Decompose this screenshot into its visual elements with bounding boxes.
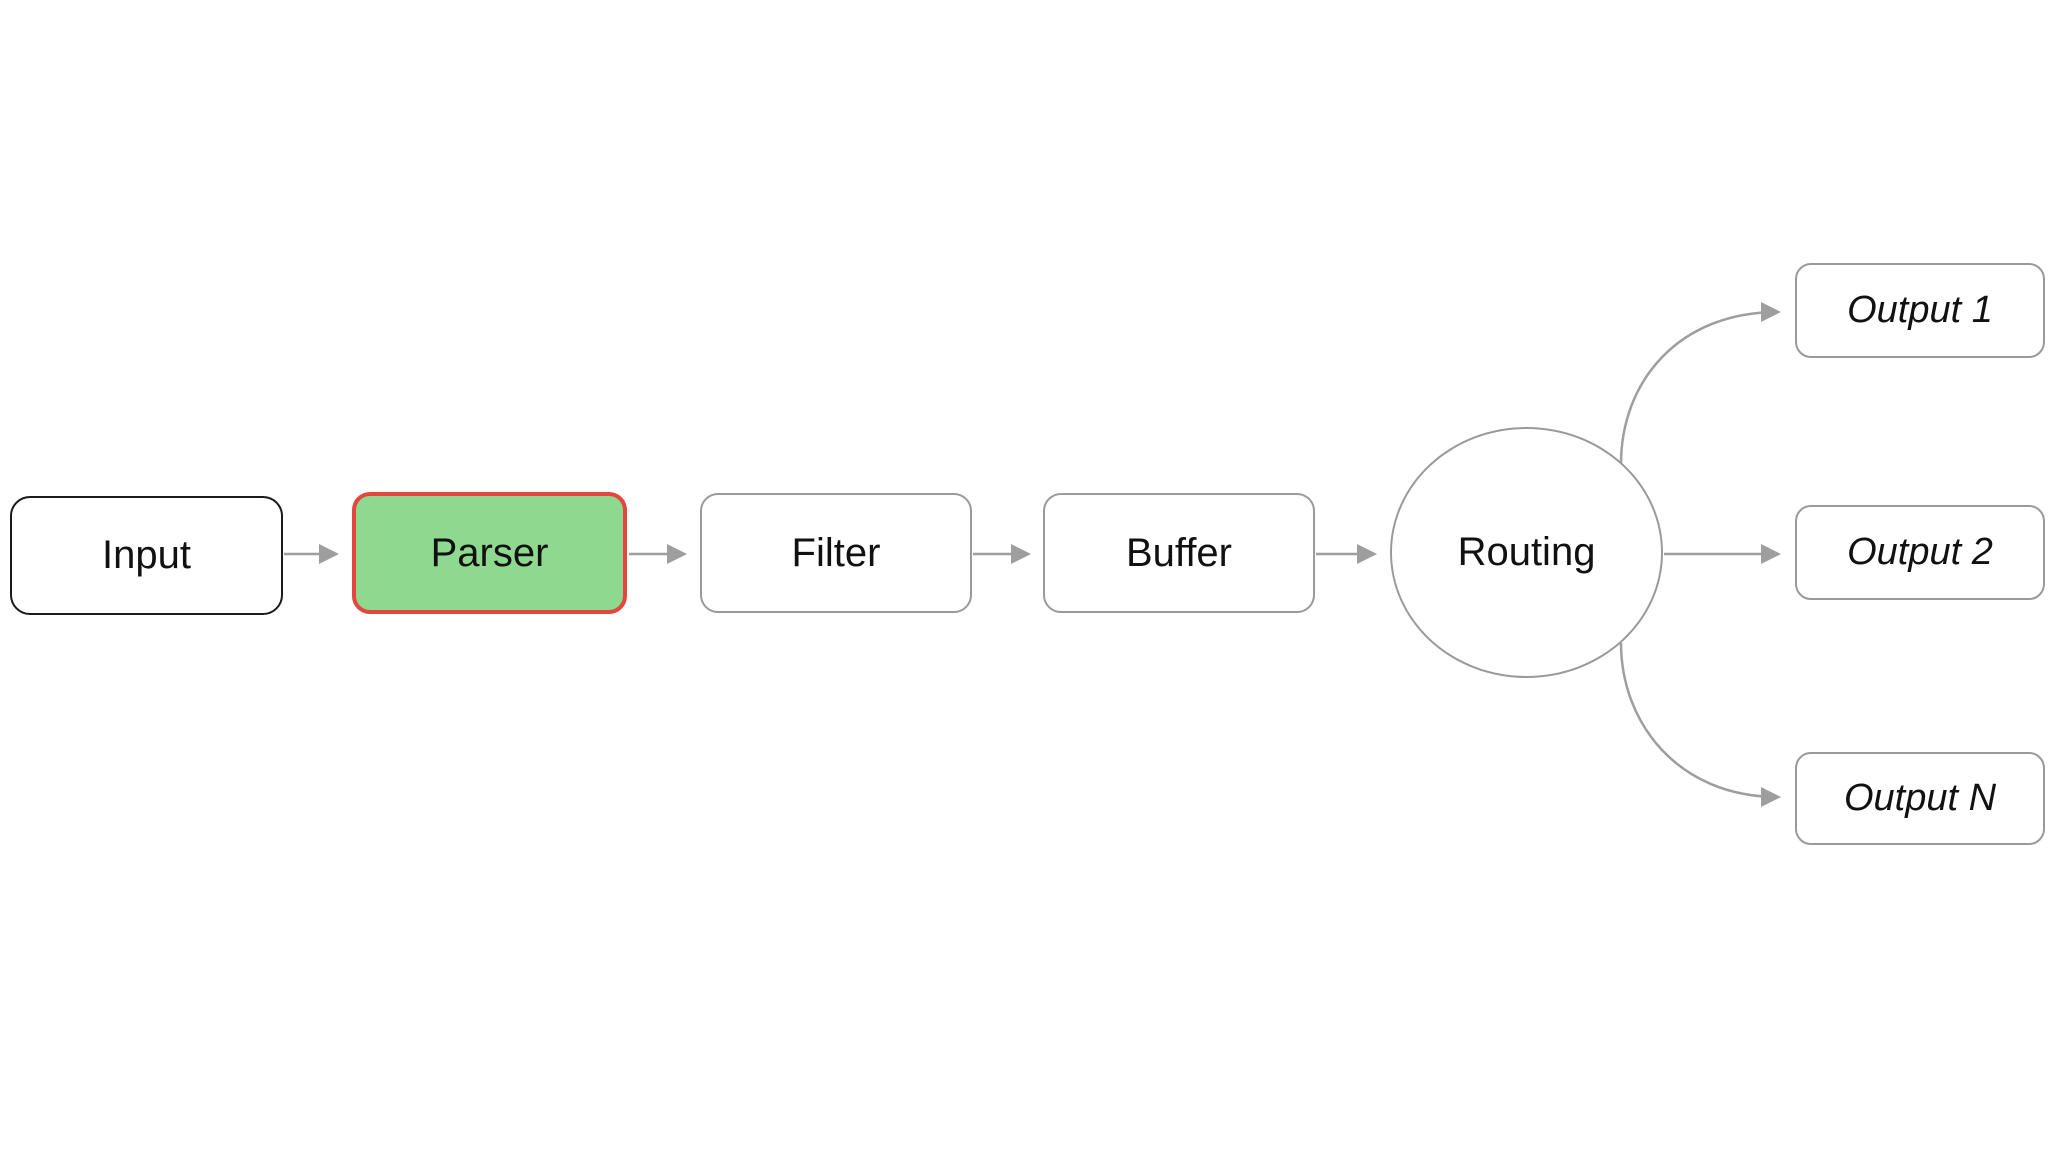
node-routing: Routing [1390, 427, 1663, 678]
node-output-1: Output 1 [1795, 263, 2045, 358]
node-output-2-label: Output 2 [1847, 531, 1993, 573]
node-output-2: Output 2 [1795, 505, 2045, 600]
node-output-1-label: Output 1 [1847, 289, 1993, 331]
node-output-n: Output N [1795, 752, 2045, 845]
node-filter: Filter [700, 493, 972, 613]
node-output-n-label: Output N [1843, 777, 1997, 819]
node-input-label: Input [102, 533, 191, 577]
connector-routing-output1 [1619, 302, 1781, 465]
node-filter-label: Filter [791, 530, 881, 575]
node-input: Input [10, 496, 283, 615]
node-parser: Parser [352, 492, 627, 614]
connector-routing-outputN [1619, 642, 1781, 807]
node-buffer: Buffer [1043, 493, 1315, 613]
node-parser-label: Parser [430, 530, 549, 575]
node-routing-label: Routing [1457, 530, 1596, 574]
node-buffer-label: Buffer [1126, 530, 1232, 575]
